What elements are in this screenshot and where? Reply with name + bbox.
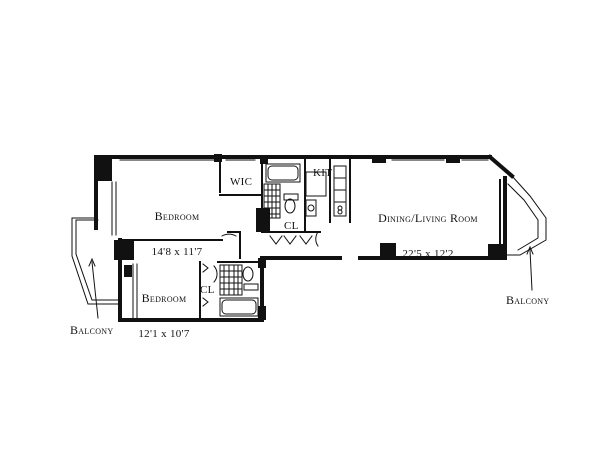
balcony-right-label: Balcony xyxy=(506,293,550,307)
closet-2-label: CL xyxy=(200,284,215,296)
interior-walls xyxy=(119,159,501,321)
balcony-left-label: Balcony xyxy=(70,323,114,337)
kitchen-fixtures xyxy=(305,165,347,217)
bathroom-fixtures xyxy=(219,163,317,317)
dining-living-dims: 22'5 x 12'2 xyxy=(402,248,454,260)
bedroom-main-dims: 14'8 x 11'7 xyxy=(151,246,203,258)
dining-living-name: Dining/Living Room xyxy=(378,211,478,225)
bedroom-main-label: Bedroom 14'8 x 11'7 xyxy=(136,186,218,270)
closet-1-label: CL xyxy=(284,220,299,232)
doors xyxy=(202,231,319,307)
bedroom-main-name: Bedroom xyxy=(154,209,200,223)
bedroom-second-dims: 12'1 x 10'7 xyxy=(138,328,190,340)
bedroom-second-name: Bedroom xyxy=(141,291,187,305)
kitchen-label: KIT xyxy=(313,167,333,179)
windows xyxy=(111,159,547,319)
bedroom-second-label: Bedroom 12'1 x 10'7 xyxy=(128,268,200,352)
dining-living-label: Dining/Living Room 22'5 x 12'2 xyxy=(362,188,494,272)
balcony-left xyxy=(71,217,121,305)
wic-label: WIC xyxy=(230,176,253,188)
balcony-arrows xyxy=(88,245,534,319)
